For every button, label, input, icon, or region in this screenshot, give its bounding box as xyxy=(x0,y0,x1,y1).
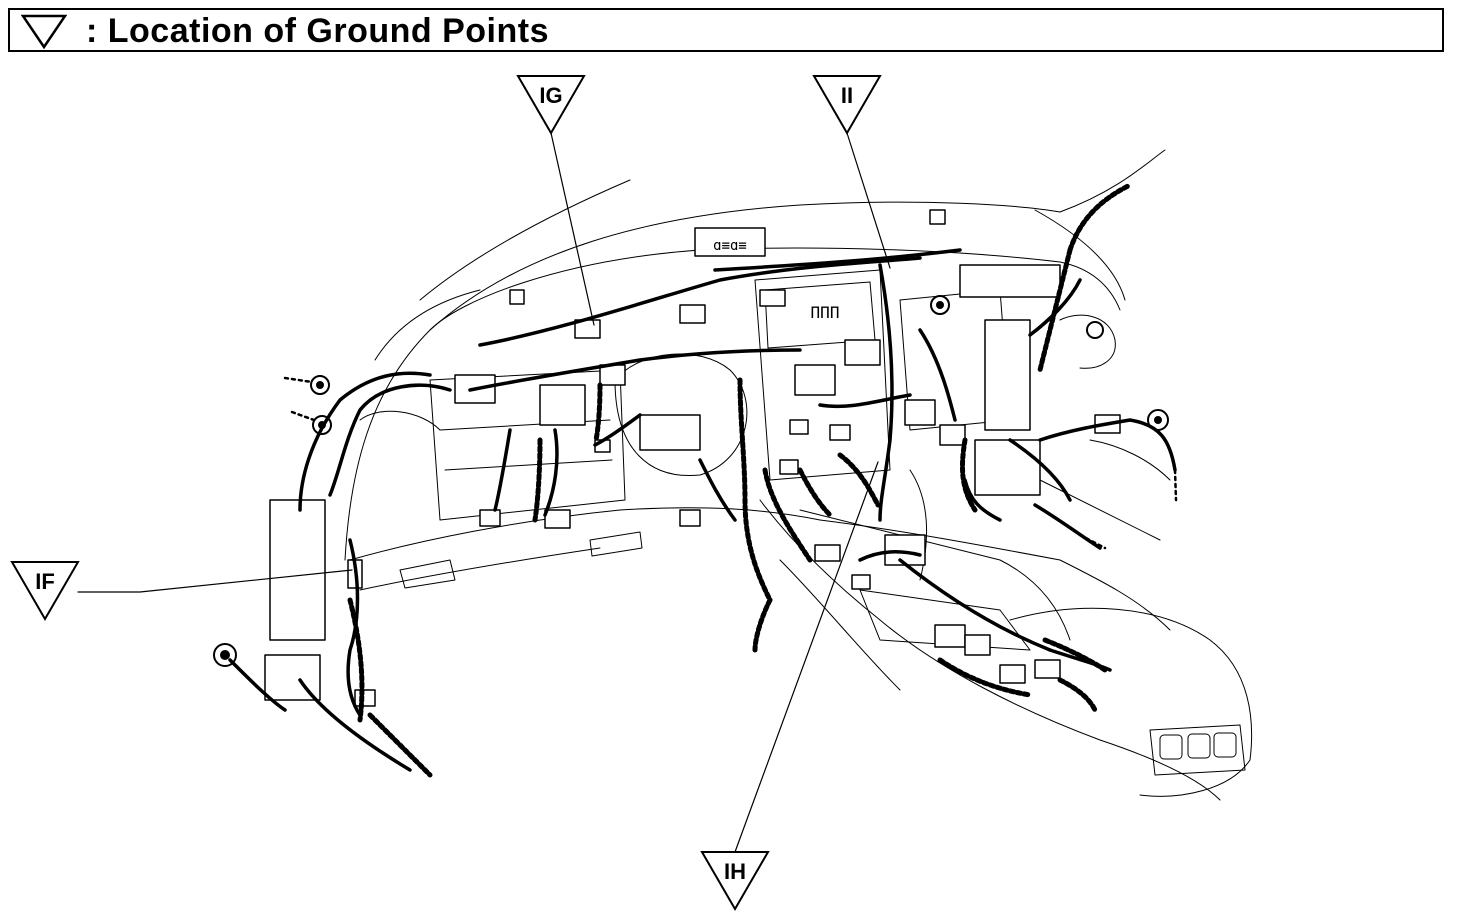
taped-harness xyxy=(347,182,1133,778)
title-bar: : Location of Ground Points xyxy=(8,8,1444,52)
ground-marker-label: II xyxy=(841,83,853,108)
top-relay-label: ɑ≡ɑ≡ xyxy=(713,238,747,254)
ground-bolts xyxy=(213,295,1169,667)
connector-blocks xyxy=(264,209,1121,707)
wire-harness xyxy=(228,248,1177,772)
ground-marker-label: IG xyxy=(539,83,562,108)
ground-marker-ih: IH xyxy=(700,851,770,911)
ground-marker-label: IH xyxy=(724,859,746,884)
center-console xyxy=(759,469,1253,801)
ground-marker-if: IF xyxy=(10,561,80,621)
harness-stubs xyxy=(283,376,1178,550)
ground-triangle-icon xyxy=(20,14,68,50)
dashboard-outline xyxy=(344,149,1171,591)
cluster-label: ΠΠΠ xyxy=(811,303,840,322)
ground-marker-label: IF xyxy=(35,569,55,594)
ground-marker-ii: II xyxy=(812,75,882,135)
connector-label-group: ɑ≡ɑ≡ ΠΠΠ xyxy=(713,238,839,322)
leader-lines xyxy=(77,132,891,853)
ground-marker-ig: IG xyxy=(516,75,586,135)
page-title: : Location of Ground Points xyxy=(86,12,550,50)
